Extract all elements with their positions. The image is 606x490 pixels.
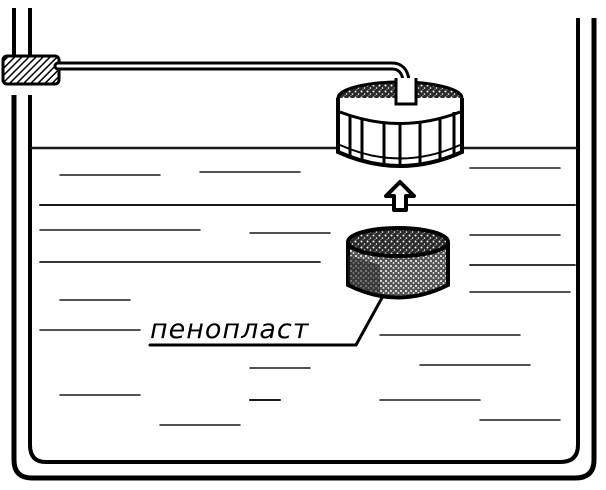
tank-outer-wall (11, 18, 597, 481)
wall-clamp (1, 54, 61, 86)
label-leader (148, 294, 385, 347)
up-arrow-icon (384, 180, 416, 212)
foam-label: пенопласт (150, 314, 310, 345)
tank-left-top-wall (12, 8, 32, 55)
tank-inner-wall (28, 18, 580, 464)
foam-puck (346, 226, 450, 300)
water (30, 146, 578, 426)
tank (11, 8, 597, 481)
cup-container (336, 78, 464, 168)
